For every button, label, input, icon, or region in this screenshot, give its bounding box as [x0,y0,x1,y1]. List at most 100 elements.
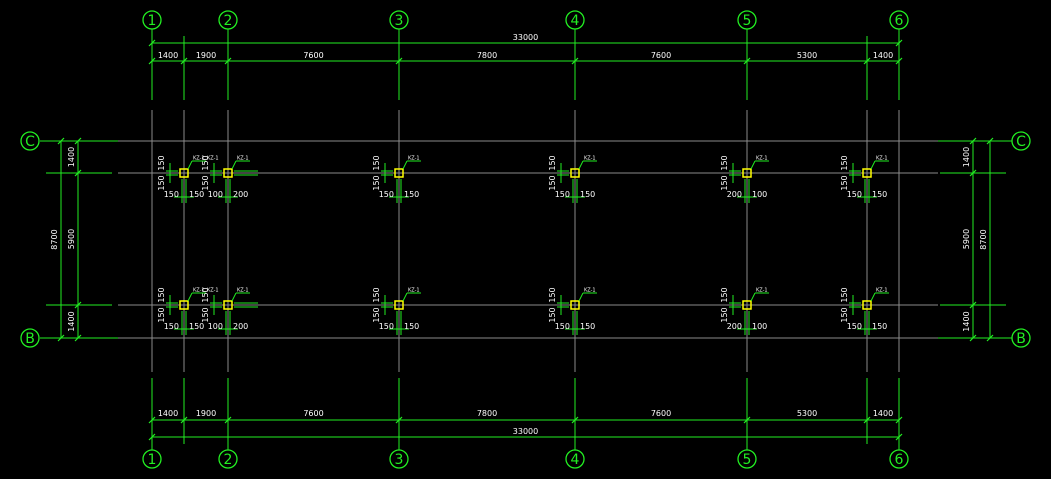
dims_bottom-segment-label: 1900 [196,409,216,418]
column-height-top: 150 [720,287,729,302]
dims_top-tick [863,57,871,65]
dims_bottom-segment-label: 7800 [477,409,497,418]
column-tag-leader [231,292,237,302]
column-tag-leader [187,160,193,170]
column-height-top: 150 [840,155,849,170]
axis-bubble [218,449,238,469]
dims_top-segment-label: 1900 [196,51,216,60]
dims_bottom-tick [863,416,871,424]
dims_right-segment-label: 1400 [962,147,971,167]
axis-bubble-label: 6 [895,13,904,29]
axis-bubble-label: 6 [895,452,904,468]
column-2-extra-1: KZ-1 [207,156,258,176]
axis-bubble-label: 1 [148,452,157,468]
column-width-left: 150 [164,190,179,199]
column-tag: KZ-1 [193,156,205,162]
dims_top-segment-label: 7600 [651,51,671,60]
axis-bubble-label: 2 [224,452,233,468]
column-width-right: 200 [233,322,248,331]
dims_top-segment-label: 7600 [303,51,323,60]
column-width-left: 100 [208,190,223,199]
column-height-bottom: 150 [840,175,849,190]
dims_left-segment-label: 1400 [67,147,76,167]
column-tag-leader [870,160,876,170]
column-height-top: 150 [201,287,210,302]
column-extra-tag: KZ-1 [207,288,219,294]
dims_top-segment-label: 1400 [873,51,893,60]
column-height-top: 150 [372,155,381,170]
column-tag: KZ-1 [756,156,768,162]
axis-bubble-label: 3 [395,13,404,29]
column-square [179,300,189,310]
column-width-right: 150 [872,190,887,199]
axis-bubble [218,10,238,30]
column-width-left: 150 [164,322,179,331]
column-height-bottom: 150 [720,175,729,190]
column-height-bottom: 150 [157,307,166,322]
column-width-left: 100 [208,322,223,331]
axis-bubble [20,328,40,348]
column-tag-leader [870,292,876,302]
column-tag: KZ-1 [193,288,205,294]
column-width-right: 150 [404,322,419,331]
column-tag: KZ-1 [876,156,888,162]
dims_right-segment-label: 1400 [962,311,971,331]
dims_top-segment-label: 7800 [477,51,497,60]
column-tag-leader [187,292,193,302]
column-height-top: 150 [157,155,166,170]
column-width-right: 150 [580,322,595,331]
dims_right-segment-label: 5900 [962,229,971,249]
column-tag-leader [402,292,408,302]
column-width-left: 200 [727,190,742,199]
axis-bubble [565,10,585,30]
column-height-bottom: 150 [840,307,849,322]
column-height-top: 150 [720,155,729,170]
column-square [394,168,404,178]
axis-bubble [142,10,162,30]
column-width-right: 100 [752,190,767,199]
axis-bubble [389,449,409,469]
dims_right-tick [969,301,977,309]
column-tag-leader [231,160,237,170]
dims_bottom-segment-label: 1400 [158,409,178,418]
column-square [179,168,189,178]
axis-bubble [565,449,585,469]
column-tag: KZ-1 [584,288,596,294]
axis-bubble [889,449,909,469]
dims_top-tick [180,57,188,65]
axis-bubble-label: 2 [224,13,233,29]
column-square [742,168,752,178]
axis-bubble [20,131,40,151]
column-tag: KZ-1 [237,288,249,294]
axis-bubble [889,10,909,30]
column-height-bottom: 150 [201,175,210,190]
column-width-right: 150 [189,190,204,199]
axis-bubble [389,10,409,30]
axis-bubble [737,10,757,30]
column-width-left: 150 [847,322,862,331]
dims_top-total-label: 33000 [513,33,538,42]
column-tag: KZ-1 [408,288,420,294]
dims_top-segment-label: 1400 [158,51,178,60]
column-square [570,300,580,310]
column-width-right: 200 [233,190,248,199]
column-tag: KZ-1 [237,156,249,162]
dims_bottom-segment-label: 7600 [651,409,671,418]
column-height-bottom: 150 [548,307,557,322]
column-extra-tag: KZ-1 [207,156,219,162]
column-height-bottom: 150 [720,307,729,322]
column-height-top: 150 [372,287,381,302]
grid-lines [118,110,938,372]
axis-bubble-label: 4 [571,452,580,468]
column-width-right: 150 [189,322,204,331]
axis-bubble-label: B [25,331,35,347]
column-width-right: 100 [752,322,767,331]
